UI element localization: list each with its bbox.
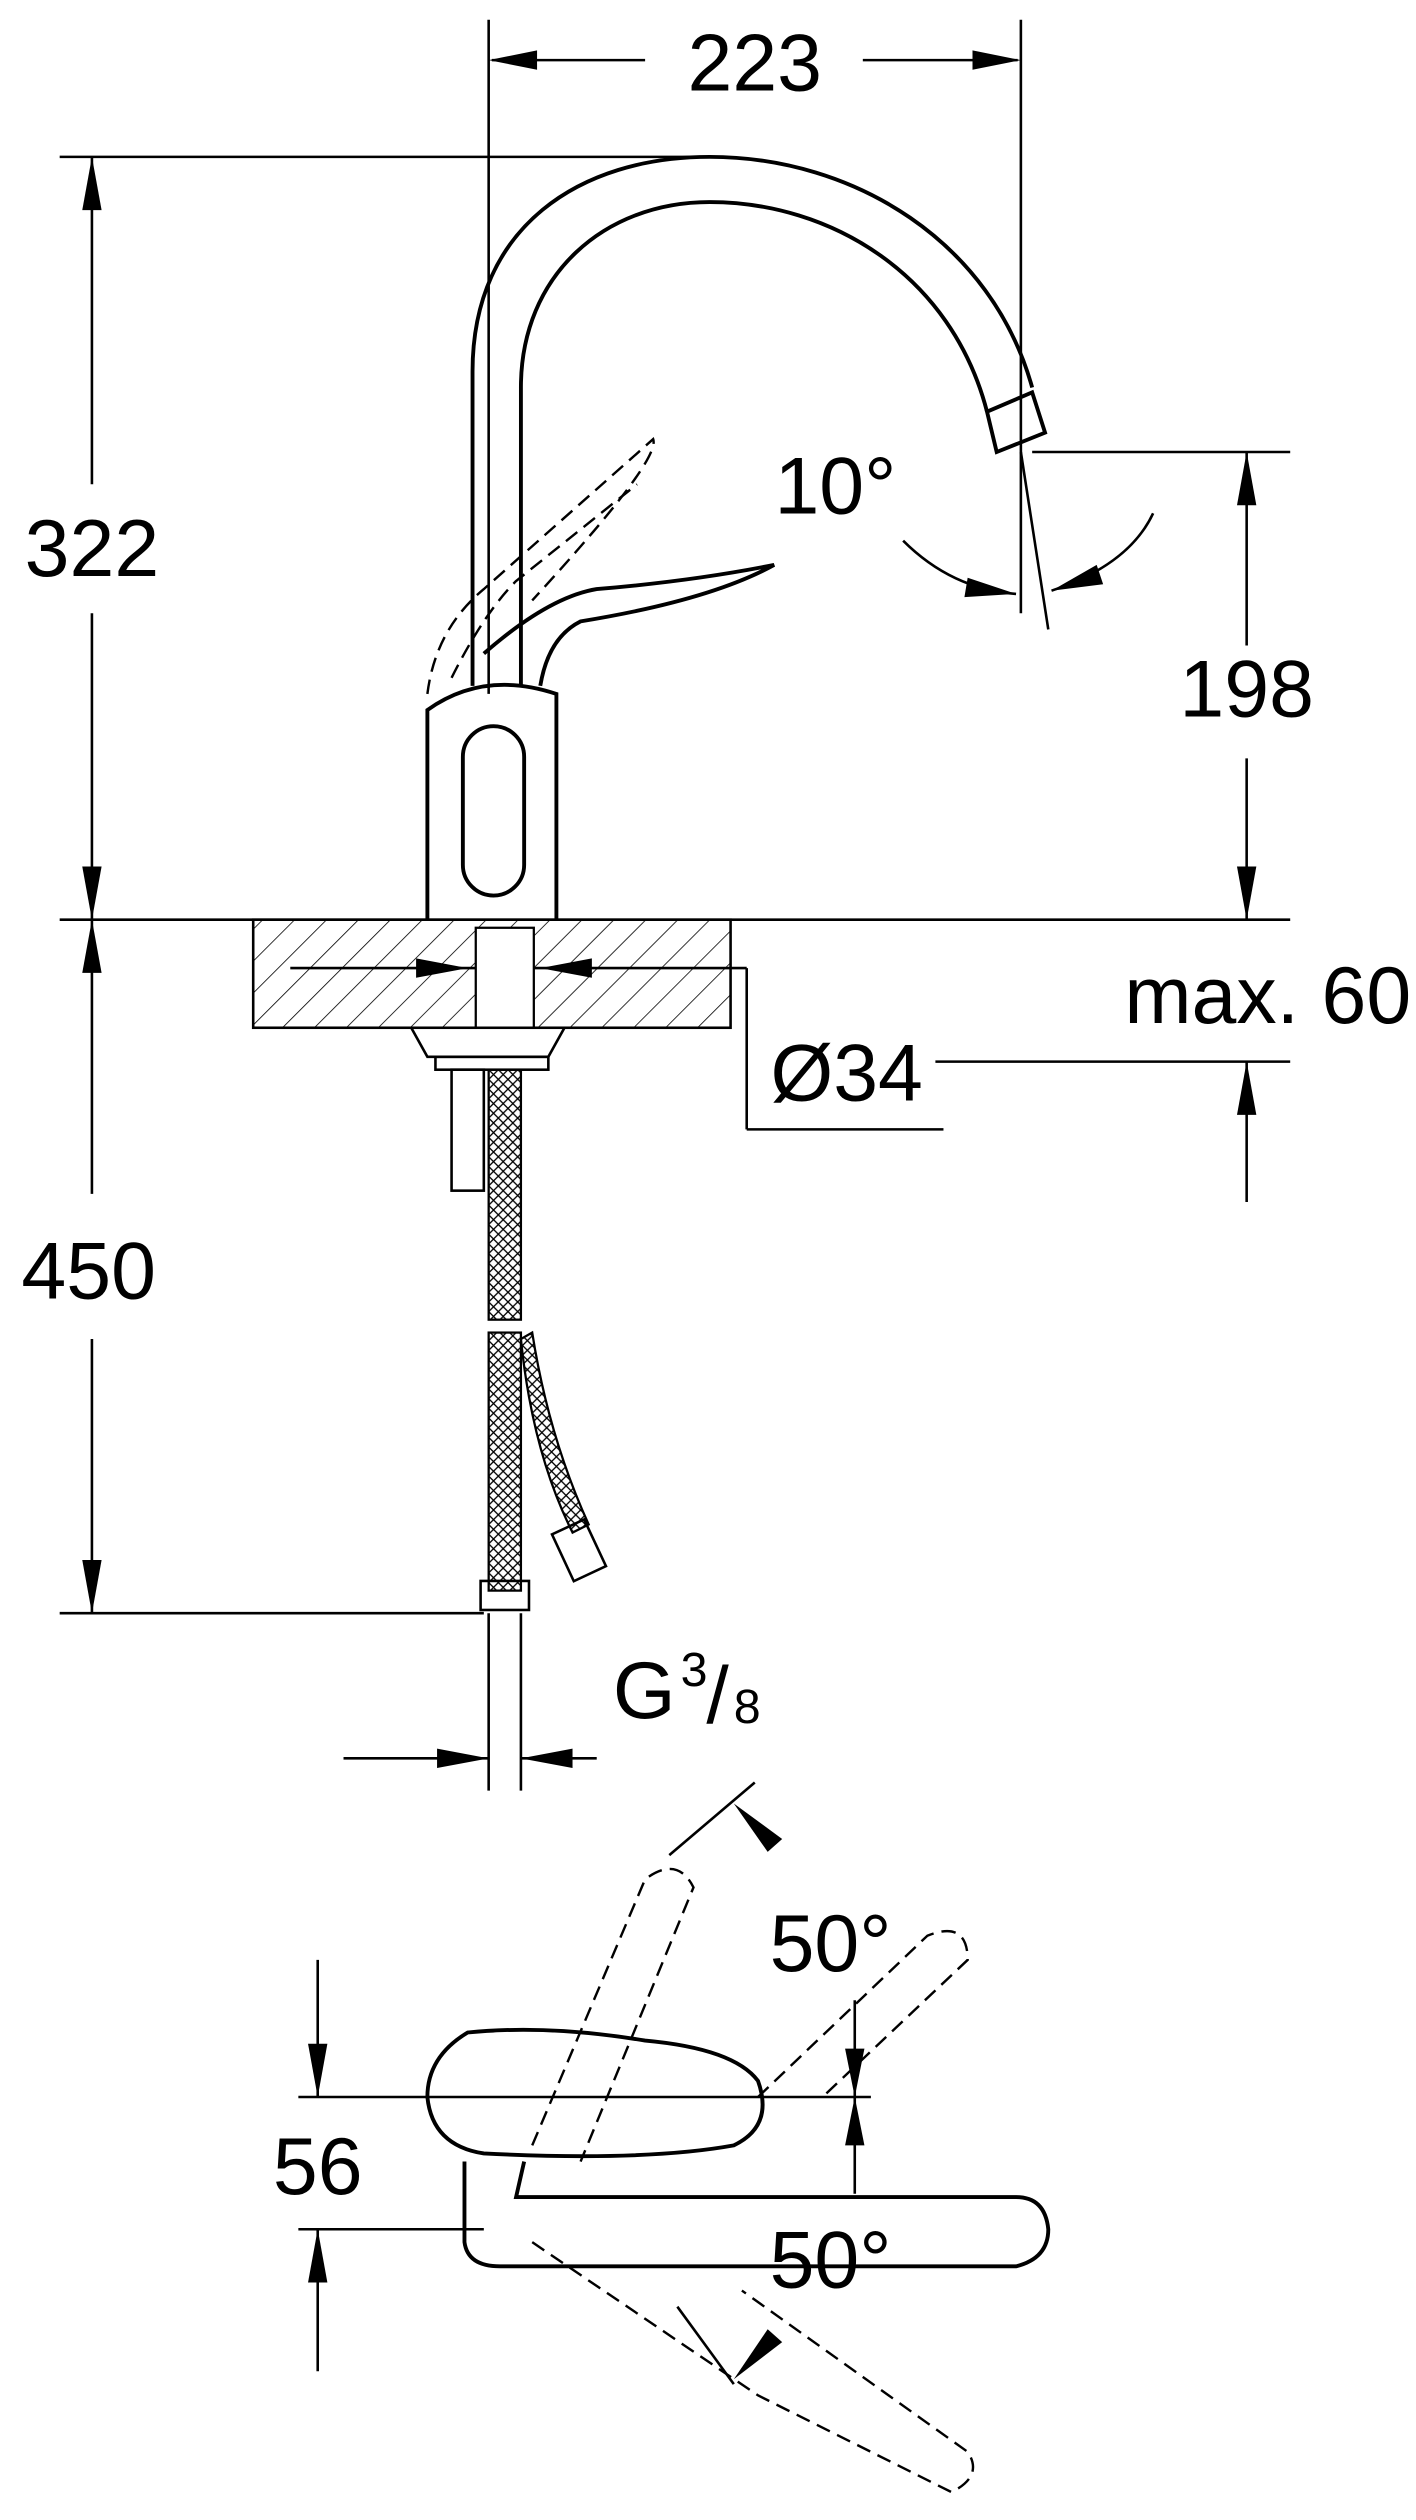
dimension-lines xyxy=(59,19,1291,1791)
thread-slash: / xyxy=(706,1651,729,1741)
dim-connection-thread: G 3 / 8 xyxy=(613,1643,761,1741)
dim-max-counter: max. 60 xyxy=(1124,951,1411,1041)
dim-lever-height: 56 xyxy=(273,2122,363,2212)
thread-prefix: G xyxy=(613,1646,676,1736)
thread-numerator: 3 xyxy=(681,1643,708,1697)
dim-swivel-upper: 50° xyxy=(770,1899,892,1989)
dim-spout-tilt: 10° xyxy=(774,441,896,531)
thread-denominator: 8 xyxy=(734,1680,761,1734)
faucet-top-view xyxy=(298,1781,1051,2494)
dim-hole-diameter: Ø34 xyxy=(770,1028,922,1118)
faucet-side-view xyxy=(251,154,1048,1612)
dim-hose-length: 450 xyxy=(21,1227,156,1317)
dim-swivel-lower: 50° xyxy=(770,2215,892,2305)
dim-spout-reach: 223 xyxy=(688,19,823,109)
dim-total-height: 322 xyxy=(25,504,160,594)
dim-outlet-height: 198 xyxy=(1179,645,1314,735)
